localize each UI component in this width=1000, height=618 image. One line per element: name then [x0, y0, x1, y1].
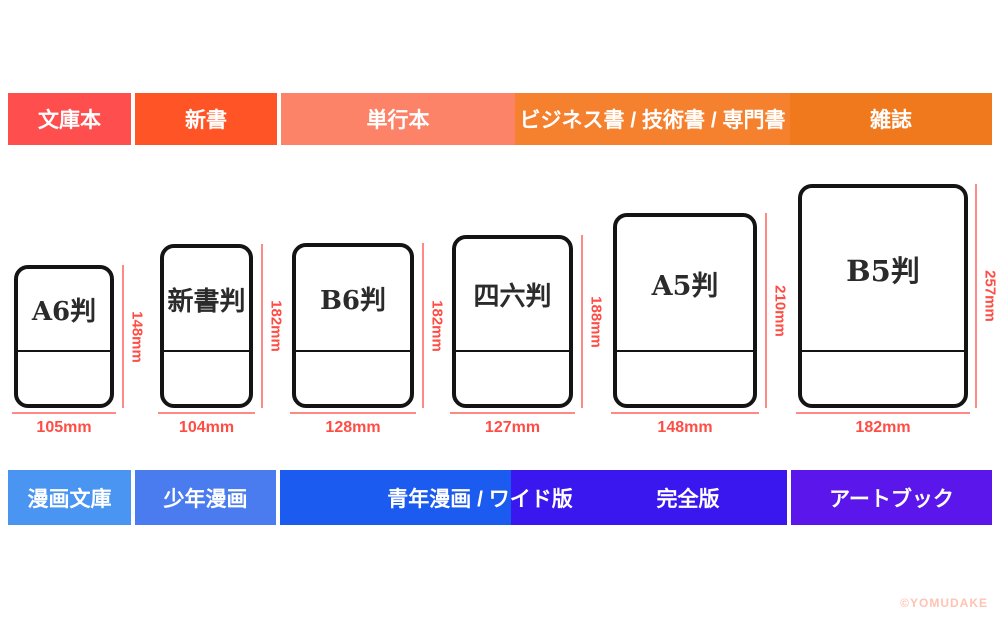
- top-segment-shinsho: 新書: [135, 93, 277, 145]
- top-segment-zasshi: 雑誌: [790, 93, 992, 145]
- height-dimension-label-a6: 148mm: [128, 310, 146, 363]
- book-size-label-a6: A6判: [31, 297, 97, 327]
- height-dimension-label-a5: 210mm: [771, 284, 789, 337]
- book-size-label-b5: B5判: [846, 254, 920, 288]
- height-dimension-line-shinsho: 182mm: [261, 244, 285, 408]
- obi-line: [296, 350, 410, 352]
- top-category-bar: 文庫本 新書 単行本 ビジネス書 / 技術書 / 専門書 雑誌: [8, 93, 992, 145]
- top-segment-bunkobon: 文庫本: [8, 93, 131, 145]
- height-dimension-line-a6: 148mm: [122, 265, 146, 408]
- book-size-label-shinsho: 新書判: [167, 286, 246, 317]
- bottom-segment-group-seinen-kanzen: 青年漫画 / ワイド版 完全版: [280, 470, 787, 525]
- segment-divider: [277, 93, 281, 145]
- width-dimension-line-a5: [611, 412, 759, 414]
- book-b6: B6判: [292, 243, 414, 408]
- height-dimension-label-b6: 182mm: [428, 299, 446, 352]
- obi-line: [164, 350, 249, 352]
- book-shinsho: 新書判: [160, 244, 253, 408]
- bottom-segment-shonen-manga: 少年漫画: [135, 470, 276, 525]
- obi-line: [802, 350, 964, 352]
- width-dimension-label-b5: 182mm: [855, 419, 911, 436]
- width-dimension-label-shinsho: 104mm: [178, 419, 235, 436]
- segment-divider: [131, 93, 135, 145]
- bottom-segment-manga-bunko: 漫画文庫: [8, 470, 131, 525]
- height-dimension-label-b5: 257mm: [981, 270, 999, 322]
- top-segment-tankobon: 単行本: [281, 93, 515, 145]
- height-dimension-label-shinsho: 182mm: [267, 300, 285, 352]
- top-segment-business-tech-senmon: ビジネス書 / 技術書 / 専門書: [515, 93, 790, 145]
- height-dimension-line-a5: 210mm: [765, 213, 789, 408]
- obi-line: [456, 350, 569, 352]
- bottom-segment-artbook: アートブック: [791, 470, 992, 525]
- book-size-label-a5: A5判: [651, 271, 719, 302]
- width-dimension-line-a6: [12, 412, 116, 414]
- height-dimension-label-shiroku: 188mm: [587, 295, 605, 348]
- book-a5: A5判: [613, 213, 757, 408]
- bottom-segment-seinen-wide-label: 青年漫画 / ワイド版: [387, 487, 573, 511]
- width-dimension-line-b6: [290, 412, 416, 414]
- book-a6: A6判: [14, 265, 114, 408]
- book-shiroku: 四六判: [452, 235, 573, 408]
- width-dimension-label-a5: 148mm: [657, 419, 713, 436]
- obi-line: [617, 350, 753, 352]
- bottom-segment-kanzenban: [511, 470, 787, 525]
- watermark-logo: ©YOMUDAKE: [900, 596, 988, 610]
- height-dimension-line-b5: 257mm: [975, 184, 999, 408]
- obi-line: [18, 350, 110, 352]
- segment-divider: [276, 470, 280, 525]
- height-dimension-line-shiroku: 188mm: [581, 235, 605, 408]
- width-dimension-line-shinsho: [158, 412, 255, 414]
- height-dimension-line-b6: 182mm: [422, 243, 446, 408]
- bottom-category-bar: 漫画文庫 少年漫画 青年漫画 / ワイド版 完全版 アートブック: [8, 470, 992, 525]
- bottom-segment-seinen-wide: [280, 470, 511, 525]
- segment-divider: [131, 470, 135, 525]
- segment-divider: [787, 470, 791, 525]
- book-size-label-shiroku: 四六判: [473, 282, 552, 312]
- width-dimension-label-b6: 128mm: [325, 419, 381, 436]
- width-dimension-line-b5: [796, 412, 970, 414]
- width-dimension-label-a6: 105mm: [36, 419, 92, 436]
- bottom-segment-kanzenban-label: 完全版: [656, 487, 720, 511]
- width-dimension-line-shiroku: [450, 412, 575, 414]
- book-b5: B5判: [798, 184, 968, 408]
- width-dimension-label-shiroku: 127mm: [484, 419, 541, 436]
- book-size-label-b6: B6判: [319, 286, 387, 316]
